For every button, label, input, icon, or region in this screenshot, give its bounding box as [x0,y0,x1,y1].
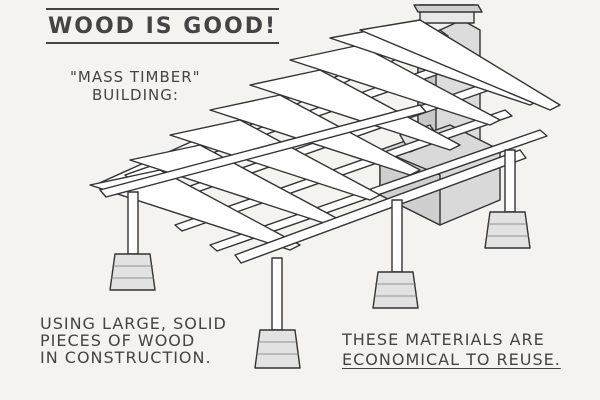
caption-left: USING LARGE, SOLID PIECES OF WOOD IN CON… [40,315,227,366]
stone-pier-footing [109,211,531,369]
mass-timber-label: "MASS TIMBER" BUILDING: [70,68,201,104]
mass-timber-line1: "MASS TIMBER" [70,68,201,86]
caption-right-line2: ECONOMICAL TO REUSE. [342,350,561,369]
caption-left-line2: PIECES OF WOOD [40,331,196,350]
mass-timber-line2: BUILDING: [92,86,179,104]
caption-left-line3: IN CONSTRUCTION. [40,348,212,367]
timber-posts [127,149,516,331]
page-title: WOOD IS GOOD! [46,8,280,44]
caption-right-line1: THESE MATERIALS ARE [342,330,545,349]
caption-right: THESE MATERIALS ARE ECONOMICAL TO REUSE. [342,330,561,370]
caption-left-line1: USING LARGE, SOLID [40,314,227,333]
roof-rafters [89,19,561,251]
